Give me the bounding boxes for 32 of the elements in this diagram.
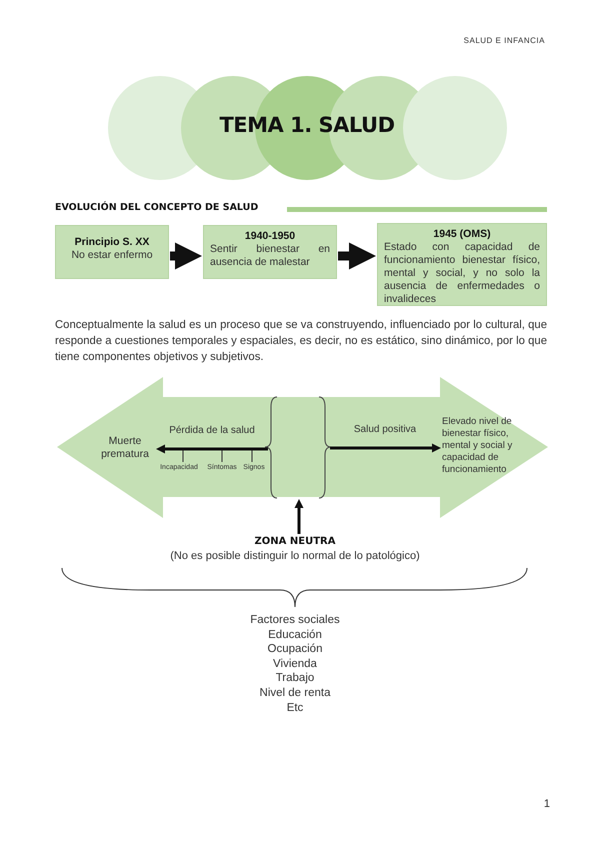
list-item: Ocupación (266, 643, 324, 656)
body-text: Estado con capacidad de funcionamiento bienestar físico, mental y social, y no solo la ausencia de enfermedades o invalideces (384, 241, 540, 306)
list-item: Trabajo (274, 672, 316, 684)
body-text: No estar enfermo (70, 249, 154, 262)
list-item: Factores sociales (249, 614, 341, 626)
body-text: (No es posible distinguir lo normal de lo patológico) (169, 549, 421, 563)
heading: Principio S. XX (74, 236, 150, 249)
title: TEMA 1. SALUD (218, 113, 396, 137)
page-number: 1 (542, 798, 550, 810)
arrow (170, 242, 202, 270)
paragraph: Conceptualmente la salud es un proceso que se va construyendo, influenciado por lo cultural, que responde a cuestiones temporales y espaciales, es decir, no es estático, sino dinámico, por lo que tiene componentes objetivos y subjetivos. (55, 318, 547, 365)
arrow (330, 444, 441, 452)
node-text: Muerte prematura (95, 435, 155, 465)
list-item: Etc (286, 702, 304, 714)
text-box (55, 225, 169, 279)
list-item: Vivienda (272, 658, 318, 670)
edge-label: Salud positiva (352, 424, 418, 435)
text-box (377, 223, 547, 306)
edge-label: Pérdida de la salud (168, 425, 256, 436)
heading: ZONA NEUTRA (254, 535, 336, 549)
section-heading: EVOLUCIÓN DEL CONCEPTO DE SALUD (55, 202, 260, 213)
heading: 1945 (OMS) (432, 228, 492, 241)
body-text: Sentir bienestar en ausencia de malestar (210, 243, 330, 269)
text-box (203, 225, 337, 279)
list-item: Educación (267, 628, 323, 641)
heading: 1940-1950 (244, 230, 296, 243)
page-header: SALUD E INFANCIA (462, 36, 545, 45)
arrow (338, 242, 376, 270)
arrow (156, 444, 268, 454)
list-item: Nivel de renta (258, 687, 332, 699)
node-text: Elevado nivel de bienestar físico, mental y social y capacidad de funcionamiento (442, 416, 532, 484)
arrow (294, 499, 304, 534)
